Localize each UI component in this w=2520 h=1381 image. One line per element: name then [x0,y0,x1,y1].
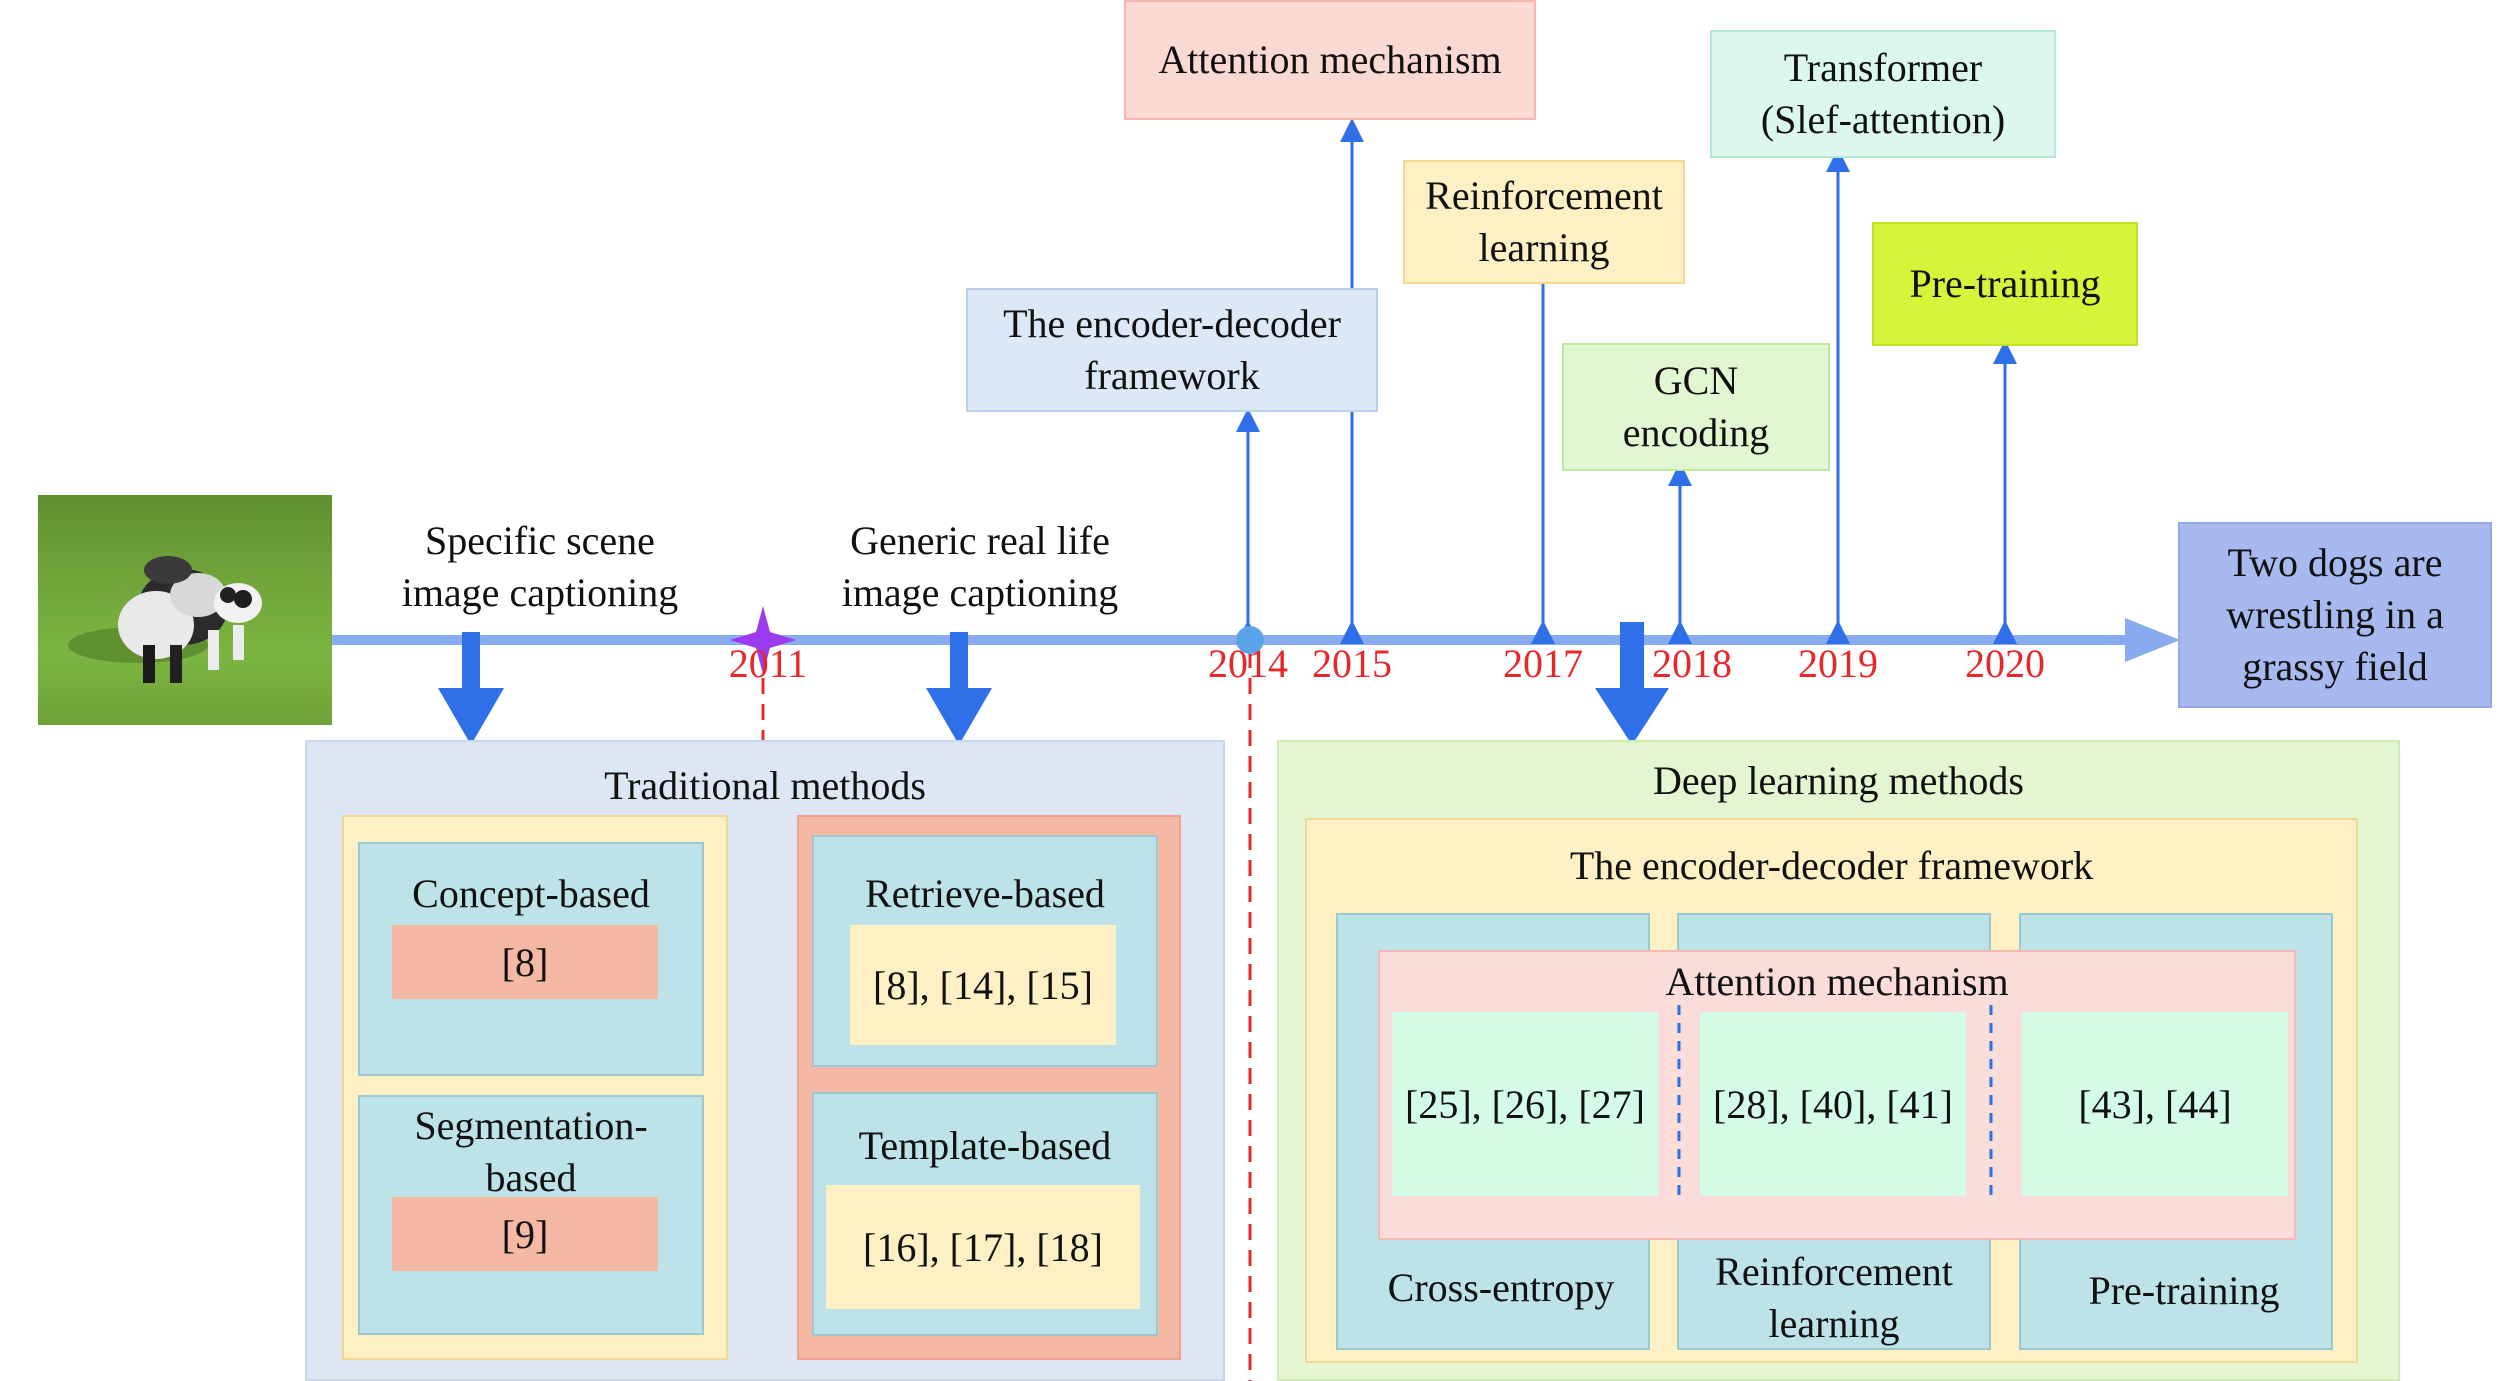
star-2011-marker [730,606,796,674]
segmentation-based-refs: [9] [392,1197,658,1271]
milestone-attention-mechanism: Attention mechanism [1124,0,1536,120]
dogs-image [68,556,262,683]
retrieve-based-label: Retrieve-based [865,871,1105,916]
segmentation-based-label: Segmentation- based [414,1103,648,1200]
year-2014: 2014 [1208,641,1288,686]
down-arrow-traditional-left [438,632,504,745]
template-based-label: Template-based [858,1123,1112,1168]
output-caption: Two dogs are wrestling in a grassy field [2178,522,2492,708]
milestone-reinforcement-learning: Reinforcement learning [1403,160,1685,284]
cross-entropy-label: Cross-entropy [1387,1265,1615,1310]
input-dog-photo [38,495,332,725]
year-2017: 2017 [1503,641,1583,686]
cross-entropy-refs: [25], [26], [27] [1392,1012,1658,1196]
pretraining-refs: [43], [44] [2022,1012,2288,1196]
pretraining-label: Pre-training [2088,1268,2280,1313]
retrieve-based-refs: [8], [14], [15] [850,925,1116,1045]
reinforcement-learning-label: Reinforcement learning [1715,1249,1953,1346]
timeline-arrowhead [2125,618,2180,662]
concept-based-label: Concept-based [412,871,650,916]
reinforcement-learning-refs: [28], [40], [41] [1700,1012,1966,1196]
year-2018: 2018 [1652,641,1732,686]
year-2019: 2019 [1798,641,1878,686]
milestone-encoder-decoder: The encoder-decoder framework [966,288,1378,412]
year-2015: 2015 [1312,641,1392,686]
dot-2014-marker [1236,626,1264,654]
traditional-methods-title: Traditional methods [604,763,926,808]
milestone-transformer: Transformer (Slef-attention) [1710,30,2056,158]
concept-based-refs: [8] [392,925,658,999]
year-2011: 2011 [728,641,808,686]
template-based-refs: [16], [17], [18] [826,1185,1140,1309]
encoder-decoder-framework-title: The encoder-decoder framework [1569,843,2094,888]
down-arrow-traditional-right [926,632,992,745]
phase-label-specific: Specific scene image captioning [401,518,679,615]
deep-learning-title: Deep learning methods [1653,758,2024,803]
year-2020: 2020 [1965,641,2045,686]
phase-label-generic: Generic real life image captioning [841,518,1119,615]
milestone-gcn-encoding: GCN encoding [1562,343,1830,471]
milestone-pretraining: Pre-training [1872,222,2138,346]
down-arrow-deep [1595,622,1669,745]
attention-mechanism-label: Attention mechanism [1665,959,2009,1004]
